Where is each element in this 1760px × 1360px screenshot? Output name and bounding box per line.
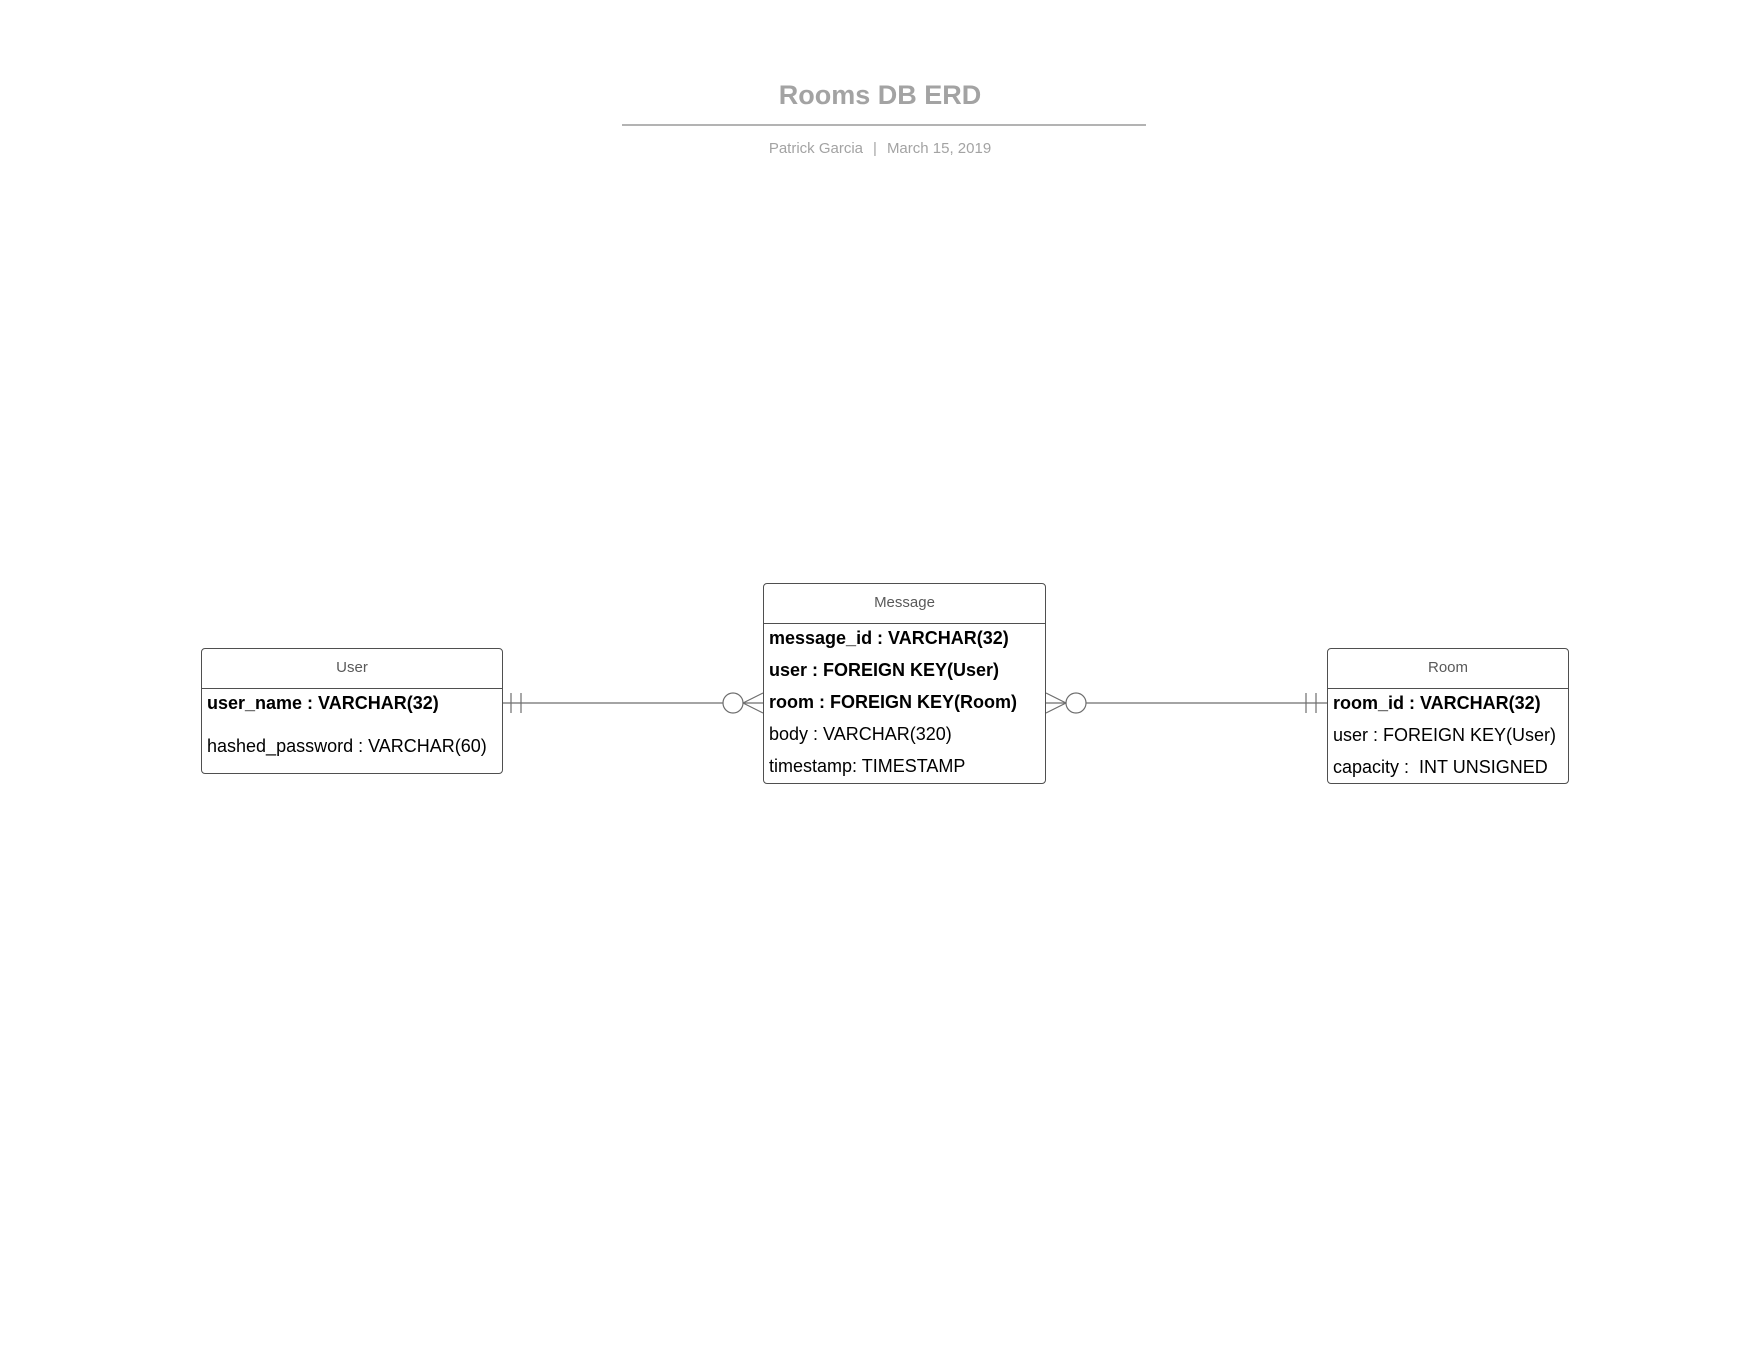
attribute-room-user: user : FOREIGN KEY(User) [1333, 725, 1557, 745]
attribute-message-timestamp: timestamp: TIMESTAMP [769, 756, 966, 776]
entity-user[interactable]: User user_name : VARCHAR(32) hashed_pass… [201, 648, 503, 774]
attribute-hashed-password: hashed_password : VARCHAR(60) [207, 736, 487, 756]
entity-user-header: User [202, 649, 502, 689]
entity-message-header: Message [764, 584, 1045, 624]
diagram-subtitle: Patrick Garcia | March 15, 2019 [0, 140, 1760, 157]
attribute-message-room: room : FOREIGN KEY(Room) [769, 692, 1017, 712]
zero-mark [1065, 692, 1087, 714]
attribute-message-id: message_id : VARCHAR(32) [769, 628, 1009, 648]
attribute-user-name: user_name : VARCHAR(32) [207, 693, 439, 713]
relationship-user-message [502, 692, 764, 714]
crowfoot-line [1045, 692, 1067, 704]
attribute-message-body: body : VARCHAR(320) [769, 724, 952, 744]
author-name: Patrick Garcia [768, 140, 864, 157]
attribute-message-user: user : FOREIGN KEY(User) [769, 660, 1000, 680]
title-divider [622, 124, 1146, 126]
attribute-room-capacity: capacity : INT UNSIGNED [1333, 757, 1548, 777]
crowfoot-line [742, 692, 764, 704]
relationship-room-message [1045, 692, 1327, 714]
entity-message[interactable]: Message message_id : VARCHAR(32) user : … [763, 583, 1046, 784]
entity-room[interactable]: Room room_id : VARCHAR(32) user : FOREIG… [1327, 648, 1569, 784]
subtitle-separator: | [873, 140, 877, 157]
crowfoot-line [1045, 702, 1067, 714]
attribute-room-id: room_id : VARCHAR(32) [1333, 693, 1541, 713]
diagram-title: Rooms DB ERD [778, 80, 982, 110]
crowfoot-line [742, 702, 764, 714]
entity-room-header: Room [1328, 649, 1568, 689]
zero-mark [722, 692, 744, 714]
diagram-date: March 15, 2019 [886, 140, 992, 157]
